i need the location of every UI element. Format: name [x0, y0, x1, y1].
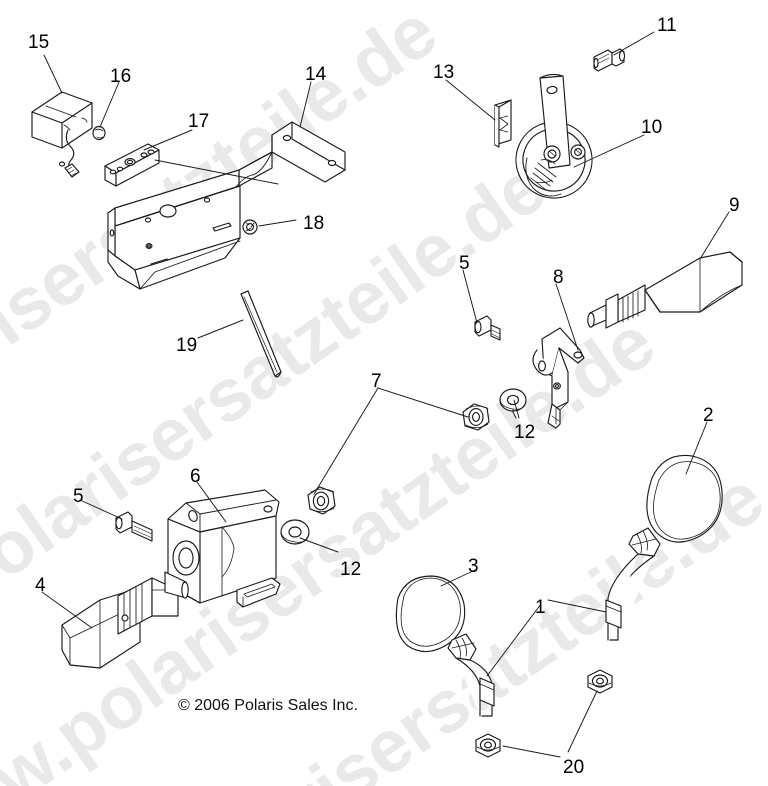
leader-16	[99, 81, 120, 128]
leader-14	[299, 81, 312, 128]
leader-20a	[567, 690, 598, 753]
leader-13	[445, 79, 496, 121]
part-2-mirror-right	[605, 454, 723, 641]
leader-15	[43, 54, 63, 94]
part-11-screw	[593, 48, 626, 72]
part-12b-washer	[280, 519, 310, 545]
leader-10	[573, 134, 645, 168]
leader-5a	[462, 269, 478, 324]
leader-7b	[313, 387, 379, 495]
leader-1b	[547, 599, 607, 613]
leader-12a	[512, 411, 517, 419]
leader-11	[613, 31, 655, 56]
part-20-nut-a	[587, 669, 613, 694]
leader-7a	[377, 387, 469, 418]
part-13-clip	[494, 99, 512, 148]
part-15-switch-assembly	[31, 91, 93, 178]
leader-19	[197, 319, 244, 339]
part-9-turn-signal-rear	[587, 251, 743, 329]
leader-5b	[79, 499, 123, 520]
leader-12b	[299, 537, 339, 553]
part-20-nut-b	[475, 733, 501, 758]
part-12a-washer	[499, 388, 527, 412]
leader-17a	[143, 129, 193, 151]
part-8-bracket	[532, 327, 585, 429]
leader-18	[258, 219, 297, 227]
leader-1a	[486, 603, 542, 677]
leader-lines	[41, 31, 730, 758]
part-19-rod	[240, 290, 282, 378]
part-5b-bolt	[115, 511, 153, 542]
copyright-notice: © 2006 Polaris Sales Inc.	[178, 697, 358, 714]
part-3-mirror-left	[395, 575, 495, 717]
part-17-mounting-plate	[104, 143, 160, 187]
part-7-flange-nut-lower	[307, 486, 336, 515]
leader-3	[440, 569, 476, 587]
leader-20b	[502, 745, 561, 758]
part-5a-bolt	[474, 315, 501, 341]
part-10-horn	[515, 73, 593, 199]
leader-9	[699, 211, 730, 260]
part-16-rivet	[92, 125, 106, 141]
part-18-nut	[242, 219, 258, 235]
